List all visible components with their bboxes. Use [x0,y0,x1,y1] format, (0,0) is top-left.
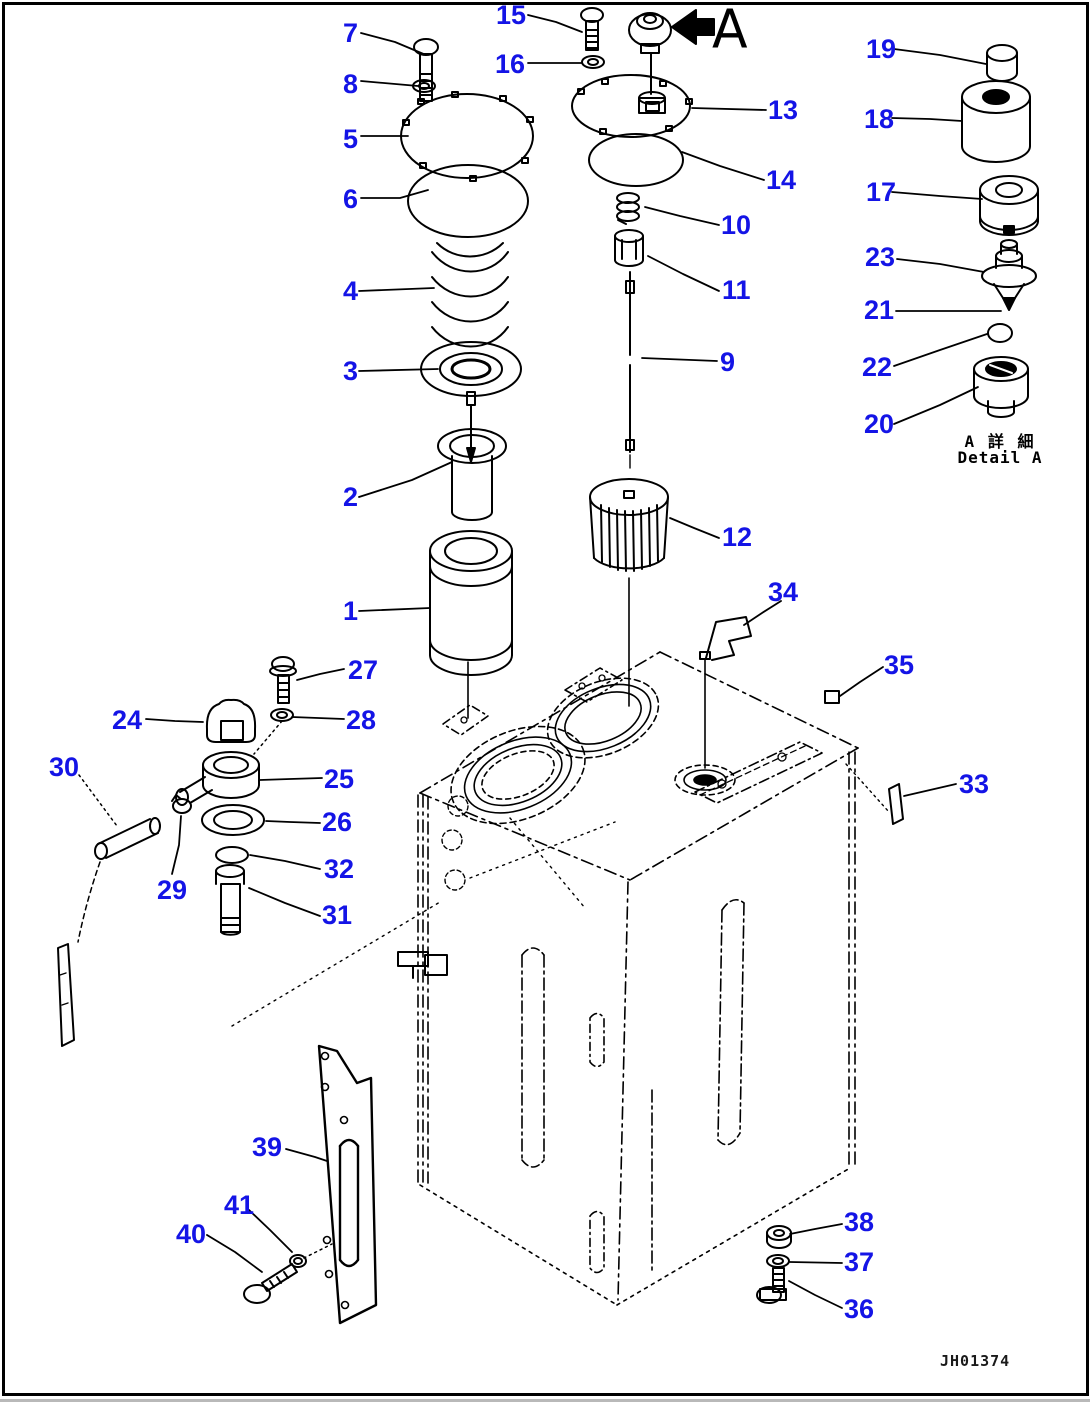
part-label-9: 9 [720,347,736,377]
part-16-washer-drawing [581,55,605,69]
part-11-sleeve-drawing [614,229,644,267]
part-label-31: 31 [322,900,353,930]
part-label-23: 23 [865,242,896,272]
part-label-1: 1 [343,596,359,626]
part-label-2: 2 [343,482,359,512]
part-label-38: 38 [844,1207,875,1237]
part-31-drain-plug-drawing [215,864,245,936]
part-38-nut-drawing [766,1225,792,1249]
part-label-37: 37 [844,1247,875,1277]
part-10-spring-drawing [616,192,640,225]
part-25-filler-neck-drawing [175,751,260,806]
part-label-36: 36 [844,1294,875,1324]
part-30-hose-drawing [57,817,161,1047]
part-label-32: 32 [324,854,355,884]
part-label-27: 27 [348,655,379,685]
part-label-11: 11 [722,275,751,305]
part-label-14: 14 [766,165,797,195]
part-label-6: 6 [343,184,359,214]
part-label-24: 24 [112,705,143,735]
tank-body-drawing [231,651,859,1306]
part-label-21: 21 [864,295,895,325]
part-4-spring-drawing [431,242,509,348]
part-label-20: 20 [864,409,895,439]
part-33-plate-drawing [845,763,904,825]
window-edge [0,1399,1090,1402]
part-label-22: 22 [862,352,893,382]
part-40-bolt-drawing [243,1263,298,1304]
part-34-wire-drawing [699,616,752,769]
part-5-cover-drawing [400,91,534,182]
part-label-7: 7 [343,18,359,48]
part-9-rod-drawing [625,271,635,469]
part-label-15: 15 [496,0,527,30]
part-39-bracket-drawing [317,1044,378,1325]
part-label-12: 12 [722,522,753,552]
part-14-gasket-drawing [588,133,684,187]
part-label-25: 25 [324,764,355,794]
part-17-spacer-drawing [979,175,1039,236]
part-20-fitting-drawing [973,356,1029,418]
part-label-18: 18 [864,104,895,134]
part-8-washer-drawing [412,79,436,93]
part-label-4: 4 [343,276,359,306]
part-label-39: 39 [252,1132,283,1162]
part-label-5: 5 [343,124,359,154]
part-label-34: 34 [768,577,799,607]
part-6-gasket-drawing [407,164,529,238]
part-35-shim-drawing [824,690,840,704]
part-label-16: 16 [495,49,526,79]
drawing-code: JH01374 [940,1352,1011,1370]
part-1-filter-element-drawing [429,530,513,719]
part-label-8: 8 [343,69,359,99]
part-label-13: 13 [768,95,799,125]
part-breather-drawing [628,12,672,114]
part-label-29: 29 [157,875,188,905]
part-22-ball-drawing [987,323,1013,343]
part-28-washer-drawing [270,708,294,722]
part-18-cup-drawing [961,80,1031,163]
part-27-bolt-drawing [269,656,297,704]
part-label-33: 33 [959,769,990,799]
part-label-30: 30 [49,752,80,782]
part-23-valve-drawing [981,239,1037,311]
part-label-41: 41 [224,1190,255,1220]
part-label-10: 10 [721,210,752,240]
detail-caption-en: Detail A [957,448,1043,467]
part-36-bolt-drawing [756,1267,787,1304]
part-26-gasket-drawing [201,804,265,836]
part-label-26: 26 [322,807,353,837]
part-15-bolt-drawing [580,7,604,51]
part-3-rod-guide-drawing [420,341,522,463]
part-29-clamp-drawing [171,794,192,814]
part-24-filler-cap-drawing [205,698,257,743]
view-arrow-icon [671,9,715,45]
view-marker-a: A [712,0,748,61]
detail-caption-jp: A 詳 細 [964,432,1036,451]
leader-lines [78,14,1002,1309]
part-19-cap-drawing [986,44,1018,82]
part-label-40: 40 [176,1219,207,1249]
part-37-washer-drawing [766,1254,790,1268]
part-32-oring-drawing [215,846,249,864]
part-label-19: 19 [866,34,897,64]
part-12-strainer-drawing [589,478,669,707]
part-13-cover-drawing [571,74,693,138]
part-label-3: 3 [343,356,359,386]
part-label-17: 17 [866,177,897,207]
part-2-tube-drawing [437,428,507,521]
part-label-35: 35 [884,650,915,680]
part-label-28: 28 [346,705,377,735]
part-41-washer-drawing [289,1254,307,1268]
